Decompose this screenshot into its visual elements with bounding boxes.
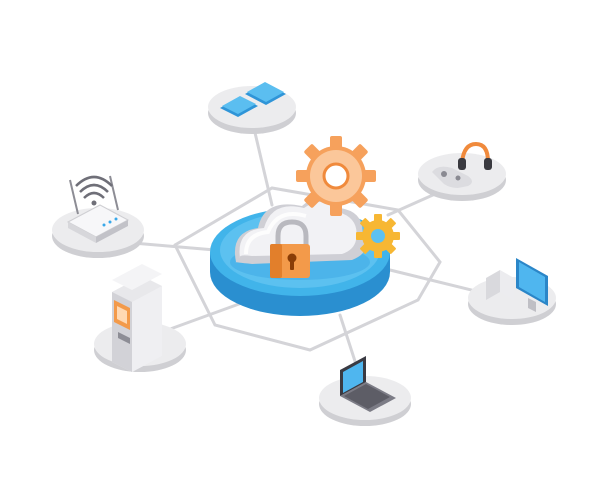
connector-web xyxy=(173,186,442,352)
desktop-computer-icon xyxy=(486,258,548,312)
lock-icon xyxy=(270,219,310,278)
wifi-router-icon xyxy=(66,175,130,243)
node-gamepad-headset xyxy=(418,141,506,201)
node-laptop xyxy=(319,356,411,426)
small-gear-icon xyxy=(356,214,400,258)
node-wifi-router xyxy=(52,175,144,258)
central-hub xyxy=(210,136,400,316)
laptop-icon xyxy=(340,356,396,412)
atm-machine-icon xyxy=(112,264,162,372)
gamepad-headset-icon xyxy=(432,141,492,188)
node-desktop-computer xyxy=(468,258,556,325)
gear-icon xyxy=(296,136,376,216)
node-tablet-phone xyxy=(208,82,296,134)
tablet-phone-icon xyxy=(220,82,286,117)
node-atm-machine xyxy=(94,264,186,372)
